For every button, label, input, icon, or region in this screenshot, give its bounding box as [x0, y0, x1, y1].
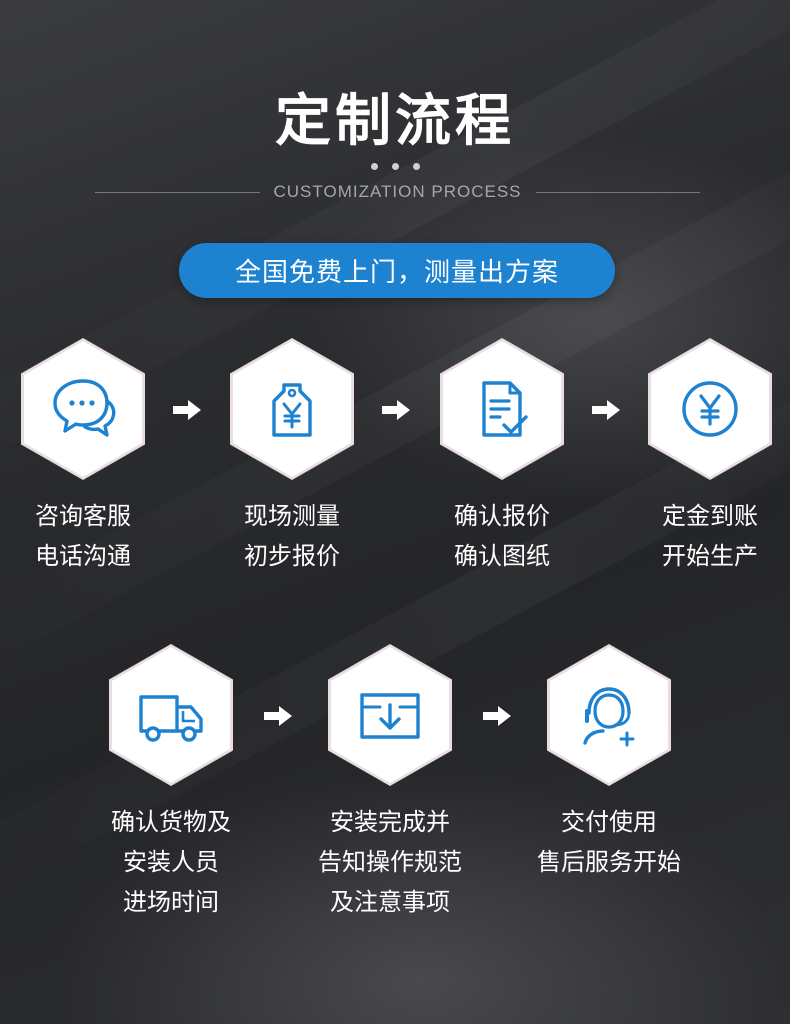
- page-title: 定制流程: [275, 89, 515, 154]
- yen-coin-icon: [682, 381, 738, 437]
- step-4-label: 定金到账 开始生产: [610, 496, 790, 576]
- label-line: 进场时间: [123, 888, 219, 916]
- document-check-icon: [482, 381, 528, 437]
- customer-service-icon: [583, 687, 635, 747]
- page-subtitle: CUSTOMIZATION PROCESS: [273, 182, 522, 201]
- label-line: 确认货物及: [111, 808, 231, 836]
- step-2-label: 现场测量 初步报价: [192, 496, 392, 576]
- step-7-hexagon: [547, 644, 671, 786]
- label-line: 现场测量: [244, 502, 340, 530]
- step-5-label: 确认货物及 安装人员 进场时间: [71, 802, 271, 922]
- subtitle-row: CUSTOMIZATION PROCESS: [95, 180, 701, 204]
- dot: [391, 163, 399, 170]
- chat-bubbles-icon: [53, 379, 116, 437]
- title-dots: [0, 155, 790, 174]
- arrow-right-icon: [592, 400, 620, 420]
- arrow-right-icon: [173, 400, 201, 420]
- label-line: 开始生产: [662, 542, 758, 570]
- label-line: 售后服务开始: [537, 848, 681, 876]
- dot: [370, 163, 378, 170]
- label-line: 电话沟通: [35, 542, 131, 570]
- step-6-label: 安装完成并 告知操作规范 及注意事项: [290, 802, 490, 922]
- divider-line: [95, 191, 260, 193]
- step-5-hexagon: [109, 644, 233, 786]
- label-line: 确认图纸: [454, 542, 550, 570]
- arrow-right-icon: [264, 706, 292, 726]
- label-line: 安装完成并: [330, 808, 450, 836]
- label-line: 确认报价: [454, 502, 550, 530]
- label-line: 安装人员: [123, 848, 219, 876]
- label-line: 告知操作规范: [318, 848, 462, 876]
- label-line: 定金到账: [662, 502, 758, 530]
- price-tag-icon: [272, 383, 312, 437]
- divider-line: [535, 191, 701, 193]
- step-6-hexagon: [328, 644, 452, 786]
- delivery-truck-icon: [139, 695, 203, 742]
- label-line: 咨询客服: [35, 502, 131, 530]
- label-line: 及注意事项: [330, 888, 450, 916]
- service-banner: 全国免费上门，测量出方案: [179, 243, 615, 298]
- step-7-label: 交付使用 售后服务开始: [509, 802, 709, 882]
- step-1-label: 咨询客服 电话沟通: [0, 496, 183, 576]
- label-line: 初步报价: [244, 542, 340, 570]
- label-line: 交付使用: [561, 808, 657, 836]
- arrow-right-icon: [483, 706, 511, 726]
- step-3-label: 确认报价 确认图纸: [402, 496, 602, 576]
- package-box-icon: [360, 693, 420, 739]
- dot: [412, 163, 420, 170]
- step-4-hexagon: [648, 338, 772, 480]
- arrow-right-icon: [382, 400, 410, 420]
